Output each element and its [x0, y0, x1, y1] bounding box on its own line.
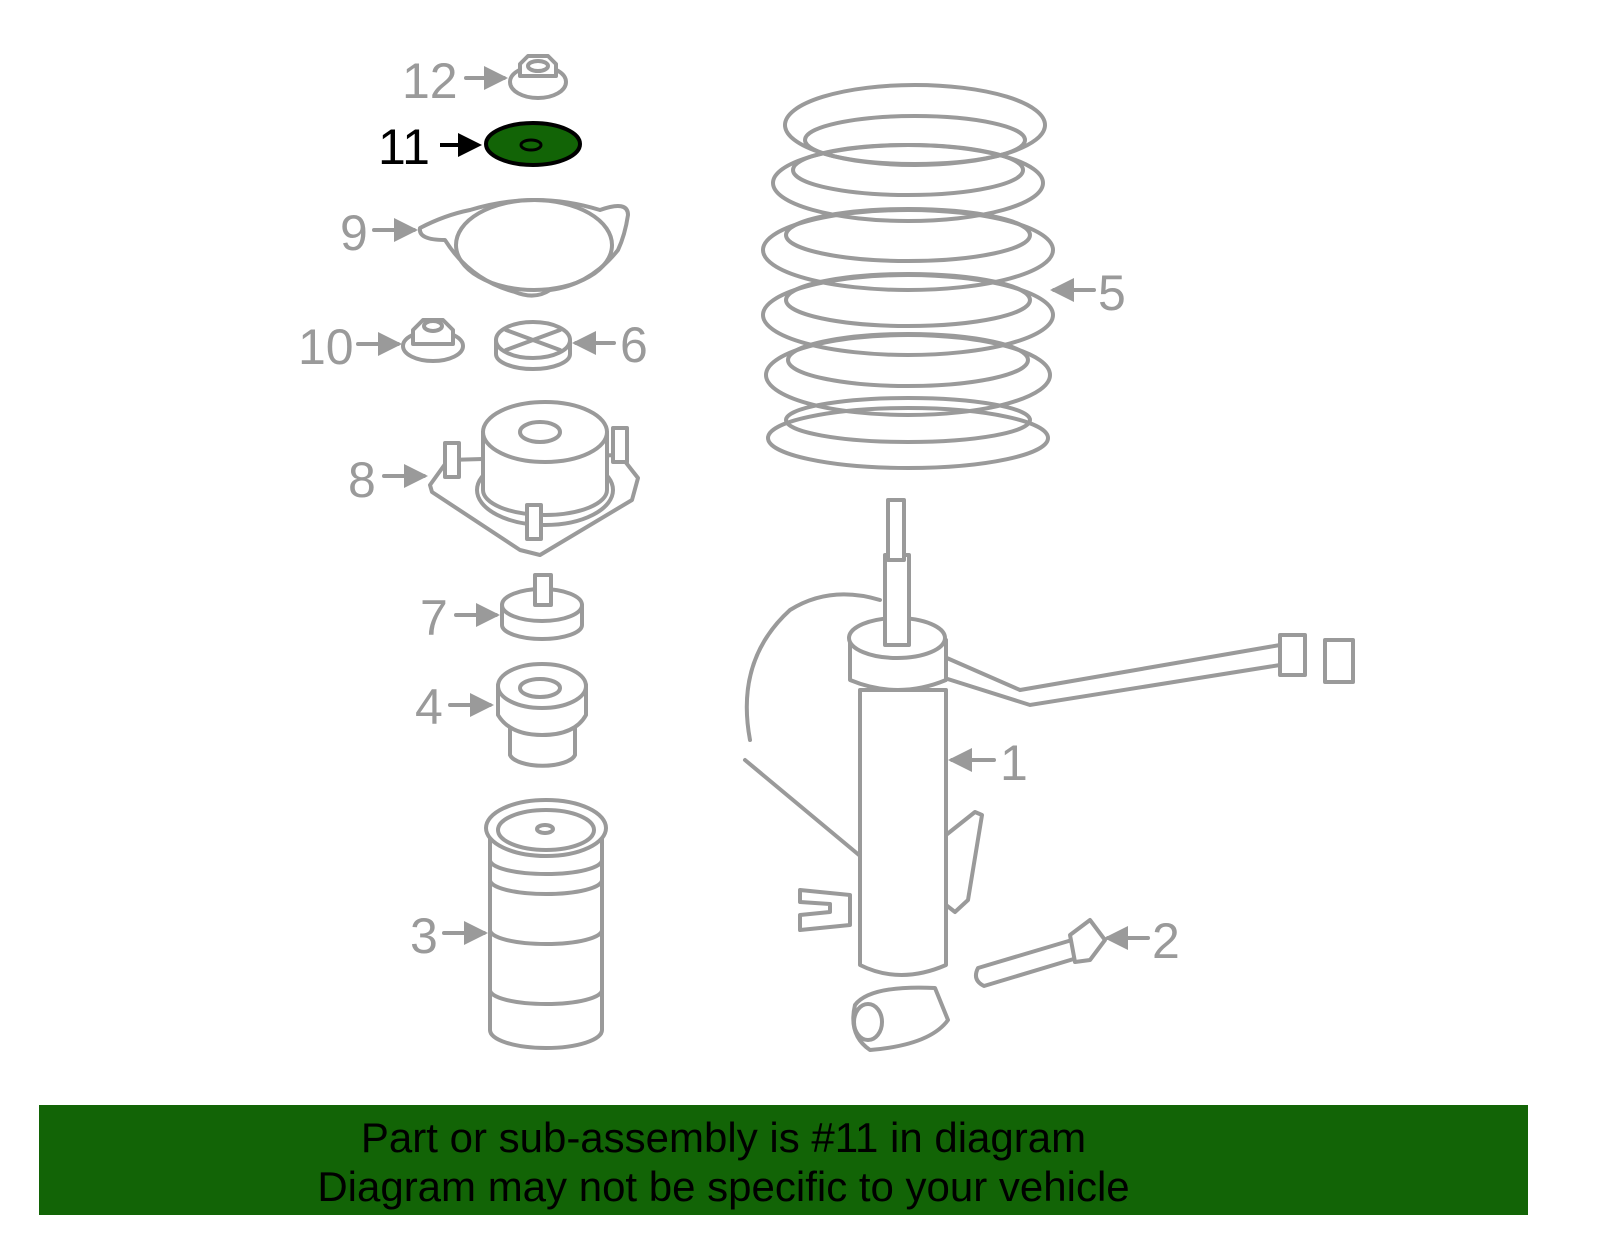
part-7-spacer[interactable] — [500, 573, 584, 641]
callout-1: 1 — [1000, 735, 1028, 791]
callout-6: 6 — [620, 317, 648, 373]
banner-line-2: Diagram may not be specific to your vehi… — [317, 1163, 1130, 1210]
part-9-gasket[interactable] — [417, 198, 630, 298]
callout-10: 10 — [298, 319, 354, 375]
part-8-strut-mount[interactable] — [428, 400, 640, 557]
part-11-washer[interactable] — [484, 121, 582, 167]
callout-8: 8 — [348, 452, 376, 508]
part-10-nut[interactable] — [401, 318, 465, 363]
callout-12: 12 — [402, 53, 458, 109]
callout-7: 7 — [420, 590, 448, 646]
callout-4: 4 — [415, 679, 443, 735]
callout-9: 9 — [340, 205, 368, 261]
banner-line-1: Part or sub-assembly is #11 in diagram — [360, 1114, 1087, 1161]
part-1-strut[interactable] — [743, 498, 1355, 1052]
part-5-coil-spring[interactable] — [761, 83, 1055, 470]
callout-5: 5 — [1098, 265, 1126, 321]
callout-3: 3 — [410, 908, 438, 964]
info-banner: Part or sub-assembly is #11 in diagram D… — [39, 1105, 1528, 1215]
part-6-insulator[interactable] — [494, 320, 572, 371]
part-3-dust-boot[interactable] — [484, 798, 608, 1050]
callout-2: 2 — [1152, 913, 1180, 969]
part-4-bump-stop[interactable] — [496, 662, 588, 768]
callout-11: 11 — [378, 119, 430, 175]
part-12-nut[interactable] — [508, 54, 568, 100]
part-2-bolt[interactable] — [974, 918, 1107, 988]
